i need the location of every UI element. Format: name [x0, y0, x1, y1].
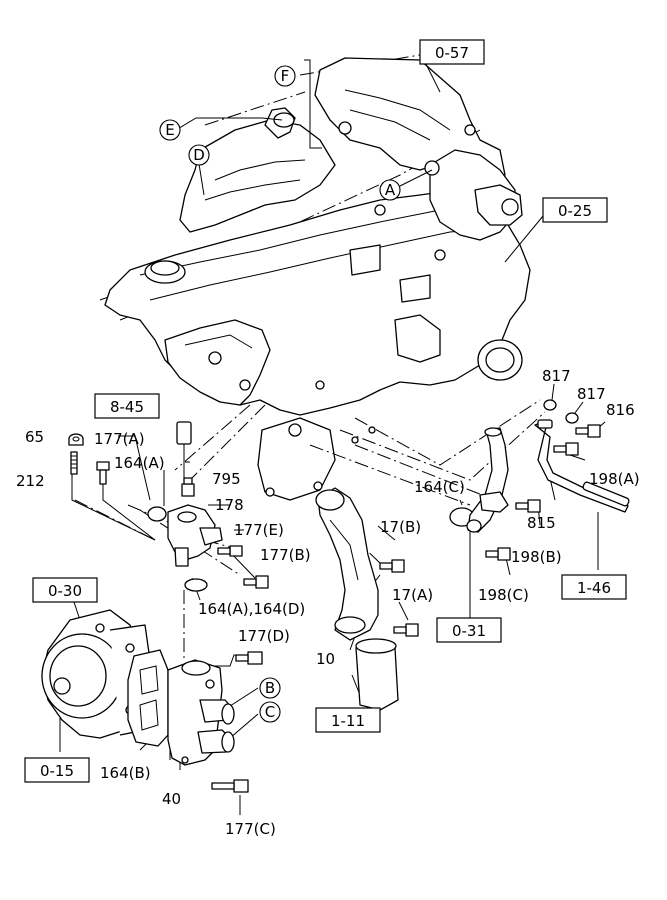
- label-795: 795: [212, 470, 241, 488]
- sleeve-1-46: [582, 481, 630, 507]
- svg-text:D: D: [193, 146, 205, 164]
- svg-text:0-57: 0-57: [435, 44, 469, 62]
- bolt-177a: [96, 461, 110, 485]
- bolt-816: [575, 424, 601, 438]
- water-pipe-10: [315, 487, 379, 641]
- outlet-housing-178: [167, 504, 223, 567]
- tube-8-45: [176, 421, 192, 445]
- bolt-198a: [553, 442, 579, 456]
- bolt-177b: [243, 575, 269, 589]
- label-177b: 177(B): [260, 546, 311, 564]
- marker-b: B: [259, 677, 281, 699]
- label-40: 40: [162, 790, 181, 808]
- stud-212: [70, 451, 78, 475]
- engine-cylinder-head: [99, 54, 531, 501]
- svg-text:F: F: [281, 67, 290, 85]
- label-164a: 164(A): [114, 454, 165, 472]
- bolt-198b: [515, 499, 541, 513]
- label-17b: 17(B): [380, 518, 421, 536]
- ref-box-0-15: 0-15: [24, 757, 90, 783]
- o-ring-164a: [147, 506, 167, 522]
- svg-text:0-25: 0-25: [558, 202, 592, 220]
- label-164b: 164(B): [100, 764, 151, 782]
- svg-text:1-11: 1-11: [331, 712, 365, 730]
- ref-box-0-31: 0-31: [436, 617, 502, 643]
- marker-c: C: [259, 701, 281, 723]
- svg-text:0-30: 0-30: [48, 582, 82, 600]
- label-177a: 177(A): [94, 430, 145, 448]
- bolt-177e: [217, 545, 243, 557]
- svg-text:E: E: [165, 121, 174, 139]
- ref-box-1-46: 1-46: [561, 574, 627, 600]
- label-177d: 177(D): [238, 627, 290, 645]
- water-pump: [41, 609, 151, 739]
- pump-housing-40: [167, 659, 235, 766]
- bolt-17b: [379, 559, 405, 573]
- label-198b: 198(B): [511, 548, 562, 566]
- fitting-795: [181, 477, 195, 497]
- washer-817b: [565, 412, 579, 424]
- label-817a: 817: [542, 367, 571, 385]
- svg-text:8-45: 8-45: [110, 398, 144, 416]
- ref-box-1-11: 1-11: [315, 707, 381, 733]
- label-816: 816: [606, 401, 635, 419]
- label-177c: 177(C): [225, 820, 276, 838]
- ref-box-0-57: 0-57: [419, 39, 485, 65]
- bolt-177d: [235, 651, 263, 665]
- bolt-17a: [393, 623, 419, 637]
- label-815: 815: [527, 514, 556, 532]
- svg-text:C: C: [265, 703, 275, 721]
- label-177e: 177(E): [234, 521, 284, 539]
- svg-text:B: B: [265, 679, 275, 697]
- pipe-0-31: [466, 427, 509, 533]
- label-17a: 17(A): [392, 586, 433, 604]
- marker-e: E: [159, 119, 181, 141]
- bolt-177c: [211, 779, 249, 793]
- label-65: 65: [25, 428, 44, 446]
- hose-1-11: [355, 638, 399, 711]
- marker-a: A: [379, 179, 401, 201]
- label-198c: 198(C): [478, 586, 529, 604]
- svg-text:0-31: 0-31: [452, 622, 486, 640]
- gasket-164b: [127, 649, 169, 747]
- marker-d: D: [188, 144, 210, 166]
- svg-text:1-46: 1-46: [577, 579, 611, 597]
- washer-817a: [543, 399, 557, 411]
- bolt-198c: [485, 547, 511, 561]
- svg-text:A: A: [385, 181, 396, 199]
- label-10: 10: [316, 650, 335, 668]
- label-164ad: 164(A),164(D): [198, 600, 305, 618]
- ref-box-0-30: 0-30: [32, 577, 98, 603]
- label-164c: 164(C): [414, 478, 465, 496]
- marker-f: F: [274, 65, 296, 87]
- svg-text:0-15: 0-15: [40, 762, 74, 780]
- label-198a: 198(A): [589, 470, 640, 488]
- label-817b: 817: [577, 385, 606, 403]
- o-ring-164ad: [184, 578, 208, 592]
- label-212: 212: [16, 472, 45, 490]
- ref-box-8-45: 8-45: [94, 393, 160, 419]
- nut-65: [68, 433, 84, 446]
- ref-box-0-25: 0-25: [542, 197, 608, 223]
- label-178: 178: [215, 496, 244, 514]
